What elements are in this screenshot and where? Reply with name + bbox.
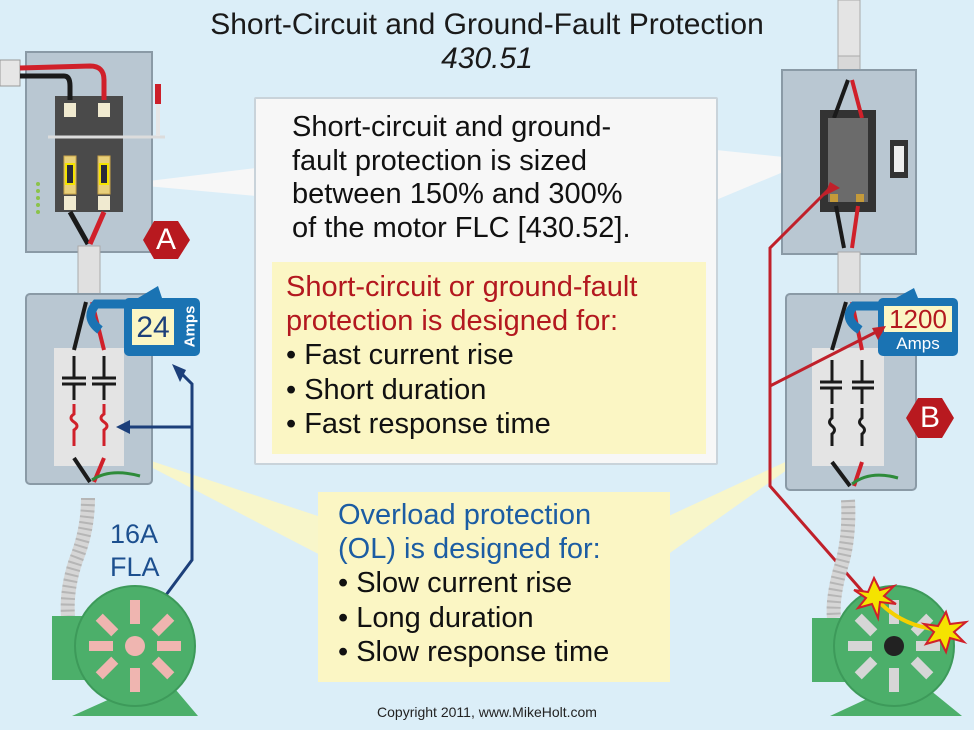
left-conduit-fitting [77, 245, 101, 295]
overload-bullet: • Slow response time [338, 636, 610, 668]
left-arrowhead-heater [116, 420, 130, 434]
left-motor-starter [25, 293, 153, 485]
right-meter-unit: Amps [896, 334, 940, 353]
sizing-note-line: fault protection is sized [292, 144, 587, 177]
code-reference: 430.51 [441, 42, 533, 75]
left-meter-value: 24 [136, 311, 170, 344]
sizing-note-line: of the motor FLC [430.52]. [292, 211, 631, 244]
overload-heading: (OL) is designed for: [338, 533, 601, 565]
right-flex-conduit [826, 499, 856, 619]
badge-b-label: B [919, 401, 940, 434]
right-clamp-meter [844, 288, 958, 356]
overload-box: Overload protection (OL) is designed for… [318, 492, 670, 682]
fault-arrowhead-breaker [824, 182, 840, 196]
left-arrows [122, 368, 194, 596]
overload-bullet: • Long duration [338, 601, 534, 634]
left-sizing-callout-beam [124, 168, 256, 196]
badge-a-hex [143, 221, 190, 259]
overload-heading: Overload protection [338, 499, 592, 531]
left-motor [52, 585, 198, 716]
badge-a-label: A [155, 223, 176, 256]
short-circuit-bullet: • Fast current rise [286, 339, 514, 371]
sizing-note-line: between 150% and 300% [292, 178, 623, 210]
spark-icon [853, 575, 898, 622]
spark-icon [920, 609, 970, 655]
badge-b-hex [906, 398, 954, 438]
right-ol-callout-beam [660, 445, 822, 560]
right-motor [812, 585, 962, 716]
left-arrowhead-meter [172, 364, 186, 382]
right-breaker-panel [781, 0, 917, 255]
left-clamp-meter [86, 286, 200, 356]
overload-bullet: • Slow current rise [338, 567, 573, 599]
short-circuit-heading: protection is designed for: [286, 305, 619, 337]
left-fused-disconnect [0, 51, 165, 253]
short-circuit-bullet: • Fast response time [286, 408, 551, 440]
left-meter-unit: Amps [181, 305, 199, 348]
short-circuit-bullet: • Short duration [286, 373, 487, 406]
motor-rating-line: FLA [110, 552, 160, 582]
sizing-note-line: Short-circuit and ground- [292, 111, 612, 143]
right-conduit-fitting [837, 251, 861, 299]
short-circuit-heading: Short-circuit or ground-fault [286, 271, 638, 303]
motor-rating-line: 16A [110, 519, 159, 549]
motor-rating: 16A FLA [110, 518, 160, 584]
sizing-note-text: Short-circuit and ground-fault protectio… [292, 111, 631, 245]
fault-current-path [768, 188, 881, 601]
fault-arrowhead-meter [872, 326, 886, 340]
right-meter-value: 1200 [889, 304, 947, 334]
short-circuit-box: Short-circuit or ground-fault protection… [272, 262, 706, 454]
copyright: Copyright 2011, www.MikeHolt.com [377, 704, 597, 720]
page-title: Short-Circuit and Ground-Fault Protectio… [210, 8, 764, 41]
left-ol-callout-beam [118, 450, 330, 560]
